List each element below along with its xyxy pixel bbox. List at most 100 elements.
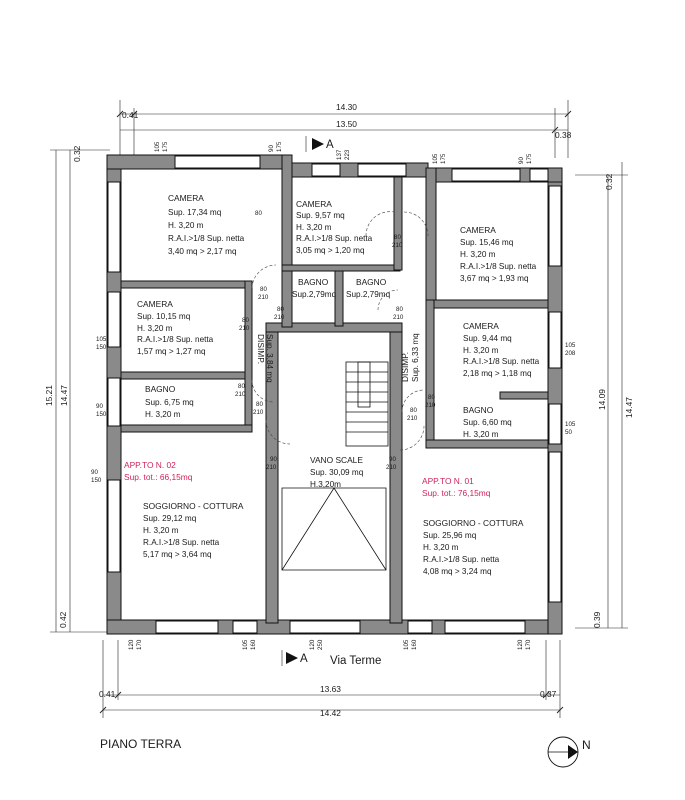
dim-bottom-total: 14.42 <box>320 708 341 718</box>
svg-text:H. 3,20 m: H. 3,20 m <box>460 250 496 259</box>
svg-text:Sup. 3,84 mq: Sup. 3,84 mq <box>265 334 274 383</box>
svg-text:Sup. tot.: 66,15mq: Sup. tot.: 66,15mq <box>124 472 193 482</box>
svg-text:137: 137 <box>336 149 343 160</box>
dim-bottom-inner: 13.63 <box>320 684 341 694</box>
svg-text:90: 90 <box>518 157 525 164</box>
svg-text:Sup. 10,15 mq: Sup. 10,15 mq <box>137 312 191 321</box>
svg-text:Sup. 6,33 mq: Sup. 6,33 mq <box>411 333 420 382</box>
svg-text:R.A.I.>1/8 Sup. netta: R.A.I.>1/8 Sup. netta <box>423 555 500 564</box>
svg-text:SOGGIORNO - COTTURA: SOGGIORNO - COTTURA <box>423 518 524 528</box>
dim-right-inner: 14.09 <box>597 389 607 410</box>
room-camera-4: CAMERA Sup. 10,15 mq H. 3,20 m R.A.I.>1/… <box>137 299 214 356</box>
dim-left-top: 0.32 <box>72 145 82 162</box>
dim-right-top: 0.32 <box>604 173 614 190</box>
svg-text:4,08 mq > 3,24 mq: 4,08 mq > 3,24 mq <box>423 567 492 576</box>
svg-text:Sup. 17,34 mq: Sup. 17,34 mq <box>168 208 222 217</box>
svg-text:BAGNO: BAGNO <box>356 277 387 287</box>
svg-text:80: 80 <box>255 210 262 217</box>
svg-text:150: 150 <box>96 411 107 418</box>
svg-text:90: 90 <box>270 456 277 463</box>
room-bagno-4: BAGNO Sup. 6,60 mq H. 3,20 m <box>463 405 512 439</box>
svg-text:210: 210 <box>407 415 418 422</box>
svg-text:Sup. 6,60 mq: Sup. 6,60 mq <box>463 418 512 427</box>
dim-top-inner: 13.50 <box>336 119 357 129</box>
svg-text:170: 170 <box>525 639 532 650</box>
svg-text:H. 3,20 m: H. 3,20 m <box>143 526 179 535</box>
svg-text:105: 105 <box>154 141 161 152</box>
svg-text:Sup. 30,09 mq: Sup. 30,09 mq <box>310 468 364 477</box>
svg-text:210: 210 <box>239 325 250 332</box>
svg-text:APP.TO N. 01: APP.TO N. 01 <box>422 476 474 486</box>
svg-text:105: 105 <box>242 639 249 650</box>
svg-text:80: 80 <box>428 394 435 401</box>
svg-text:R.A.I.>1/8 Sup. netta: R.A.I.>1/8 Sup. netta <box>168 234 245 243</box>
svg-text:160: 160 <box>411 639 418 650</box>
staircase <box>281 361 389 571</box>
svg-text:80: 80 <box>410 407 417 414</box>
svg-text:210: 210 <box>235 391 246 398</box>
svg-text:80: 80 <box>277 306 284 313</box>
room-soggiorno-1: SOGGIORNO - COTTURA Sup. 29,12 mq H. 3,2… <box>143 501 244 559</box>
svg-text:120: 120 <box>309 639 316 650</box>
svg-text:Sup. tot.: 76,15mq: Sup. tot.: 76,15mq <box>422 488 491 498</box>
svg-text:210: 210 <box>425 402 436 409</box>
svg-text:80: 80 <box>396 306 403 313</box>
svg-text:1,57 mq > 1,27 mq: 1,57 mq > 1,27 mq <box>137 347 206 356</box>
svg-text:Sup. 6,75 mq: Sup. 6,75 mq <box>145 398 194 407</box>
room-camera-1: CAMERA Sup. 17,34 mq H. 3,20 m R.A.I.>1/… <box>168 193 245 256</box>
svg-text:Sup. 9,57 mq: Sup. 9,57 mq <box>296 211 345 220</box>
dim-left-outer: 15.21 <box>44 385 54 406</box>
svg-text:105: 105 <box>565 342 576 349</box>
svg-text:Sup. 29,12 mq: Sup. 29,12 mq <box>143 514 197 523</box>
svg-text:175: 175 <box>162 141 169 152</box>
svg-text:CAMERA: CAMERA <box>296 199 332 209</box>
svg-text:Sup.2,79mq: Sup.2,79mq <box>292 290 337 299</box>
svg-text:160: 160 <box>250 639 257 650</box>
room-bagno-3: BAGNO Sup. 6,75 mq H. 3,20 m <box>145 384 194 419</box>
svg-text:H. 3,20 m: H. 3,20 m <box>423 543 459 552</box>
svg-text:H. 3,20 m: H. 3,20 m <box>137 324 173 333</box>
svg-text:H. 3,20 m: H. 3,20 m <box>168 221 204 230</box>
svg-text:120: 120 <box>128 639 135 650</box>
room-bagno-2: BAGNO Sup.2,79mq <box>346 277 391 299</box>
room-bagno-1: BAGNO Sup.2,79mq <box>292 277 337 299</box>
svg-text:175: 175 <box>526 153 533 164</box>
dim-left-inner: 14.47 <box>59 385 69 406</box>
svg-text:R.A.I.>1/8 Sup. netta: R.A.I.>1/8 Sup. netta <box>463 357 540 366</box>
svg-text:50: 50 <box>565 429 572 436</box>
svg-text:H. 3,20 m: H. 3,20 m <box>296 223 332 232</box>
dim-right-bottom: 0.39 <box>592 611 602 628</box>
street-label: Via Terme <box>330 655 381 667</box>
svg-text:210: 210 <box>274 314 285 321</box>
svg-text:250: 250 <box>317 639 324 650</box>
svg-text:80: 80 <box>238 383 245 390</box>
svg-text:208: 208 <box>565 350 576 357</box>
svg-text:90: 90 <box>268 145 275 152</box>
svg-text:150: 150 <box>96 344 107 351</box>
svg-text:BAGNO: BAGNO <box>298 277 329 287</box>
svg-text:90: 90 <box>91 469 98 476</box>
room-vano-scale: VANO SCALE Sup. 30,09 mq H.3,20m <box>310 455 364 489</box>
svg-text:90: 90 <box>96 403 103 410</box>
svg-text:175: 175 <box>440 153 447 164</box>
dim-top-left: 0.41 <box>122 110 139 120</box>
svg-text:90: 90 <box>389 456 396 463</box>
svg-text:DISIMP.: DISIMP. <box>400 352 410 382</box>
dim-left-bottom: 0.42 <box>58 611 68 628</box>
svg-text:H. 3,20 m: H. 3,20 m <box>463 346 499 355</box>
svg-text:2,18 mq > 1,18 mq: 2,18 mq > 1,18 mq <box>463 369 532 378</box>
dim-bottom-right: 0.37 <box>540 689 557 699</box>
svg-text:210: 210 <box>253 409 264 416</box>
svg-text:R.A.I.>1/8 Sup. netta: R.A.I.>1/8 Sup. netta <box>460 262 537 271</box>
room-camera-5: CAMERA Sup. 9,44 mq H. 3,20 m R.A.I.>1/8… <box>463 321 540 378</box>
svg-text:H. 3,20 m: H. 3,20 m <box>145 410 181 419</box>
dim-bottom-left: 0.41 <box>99 689 116 699</box>
svg-text:BAGNO: BAGNO <box>145 384 176 394</box>
svg-text:210: 210 <box>392 242 403 249</box>
svg-text:170: 170 <box>136 639 143 650</box>
svg-text:175: 175 <box>276 141 283 152</box>
windows <box>107 155 562 634</box>
svg-text:R.A.I.>1/8 Sup. netta: R.A.I.>1/8 Sup. netta <box>137 335 214 344</box>
dim-right-outer: 14.47 <box>624 397 634 418</box>
svg-text:210: 210 <box>258 294 269 301</box>
